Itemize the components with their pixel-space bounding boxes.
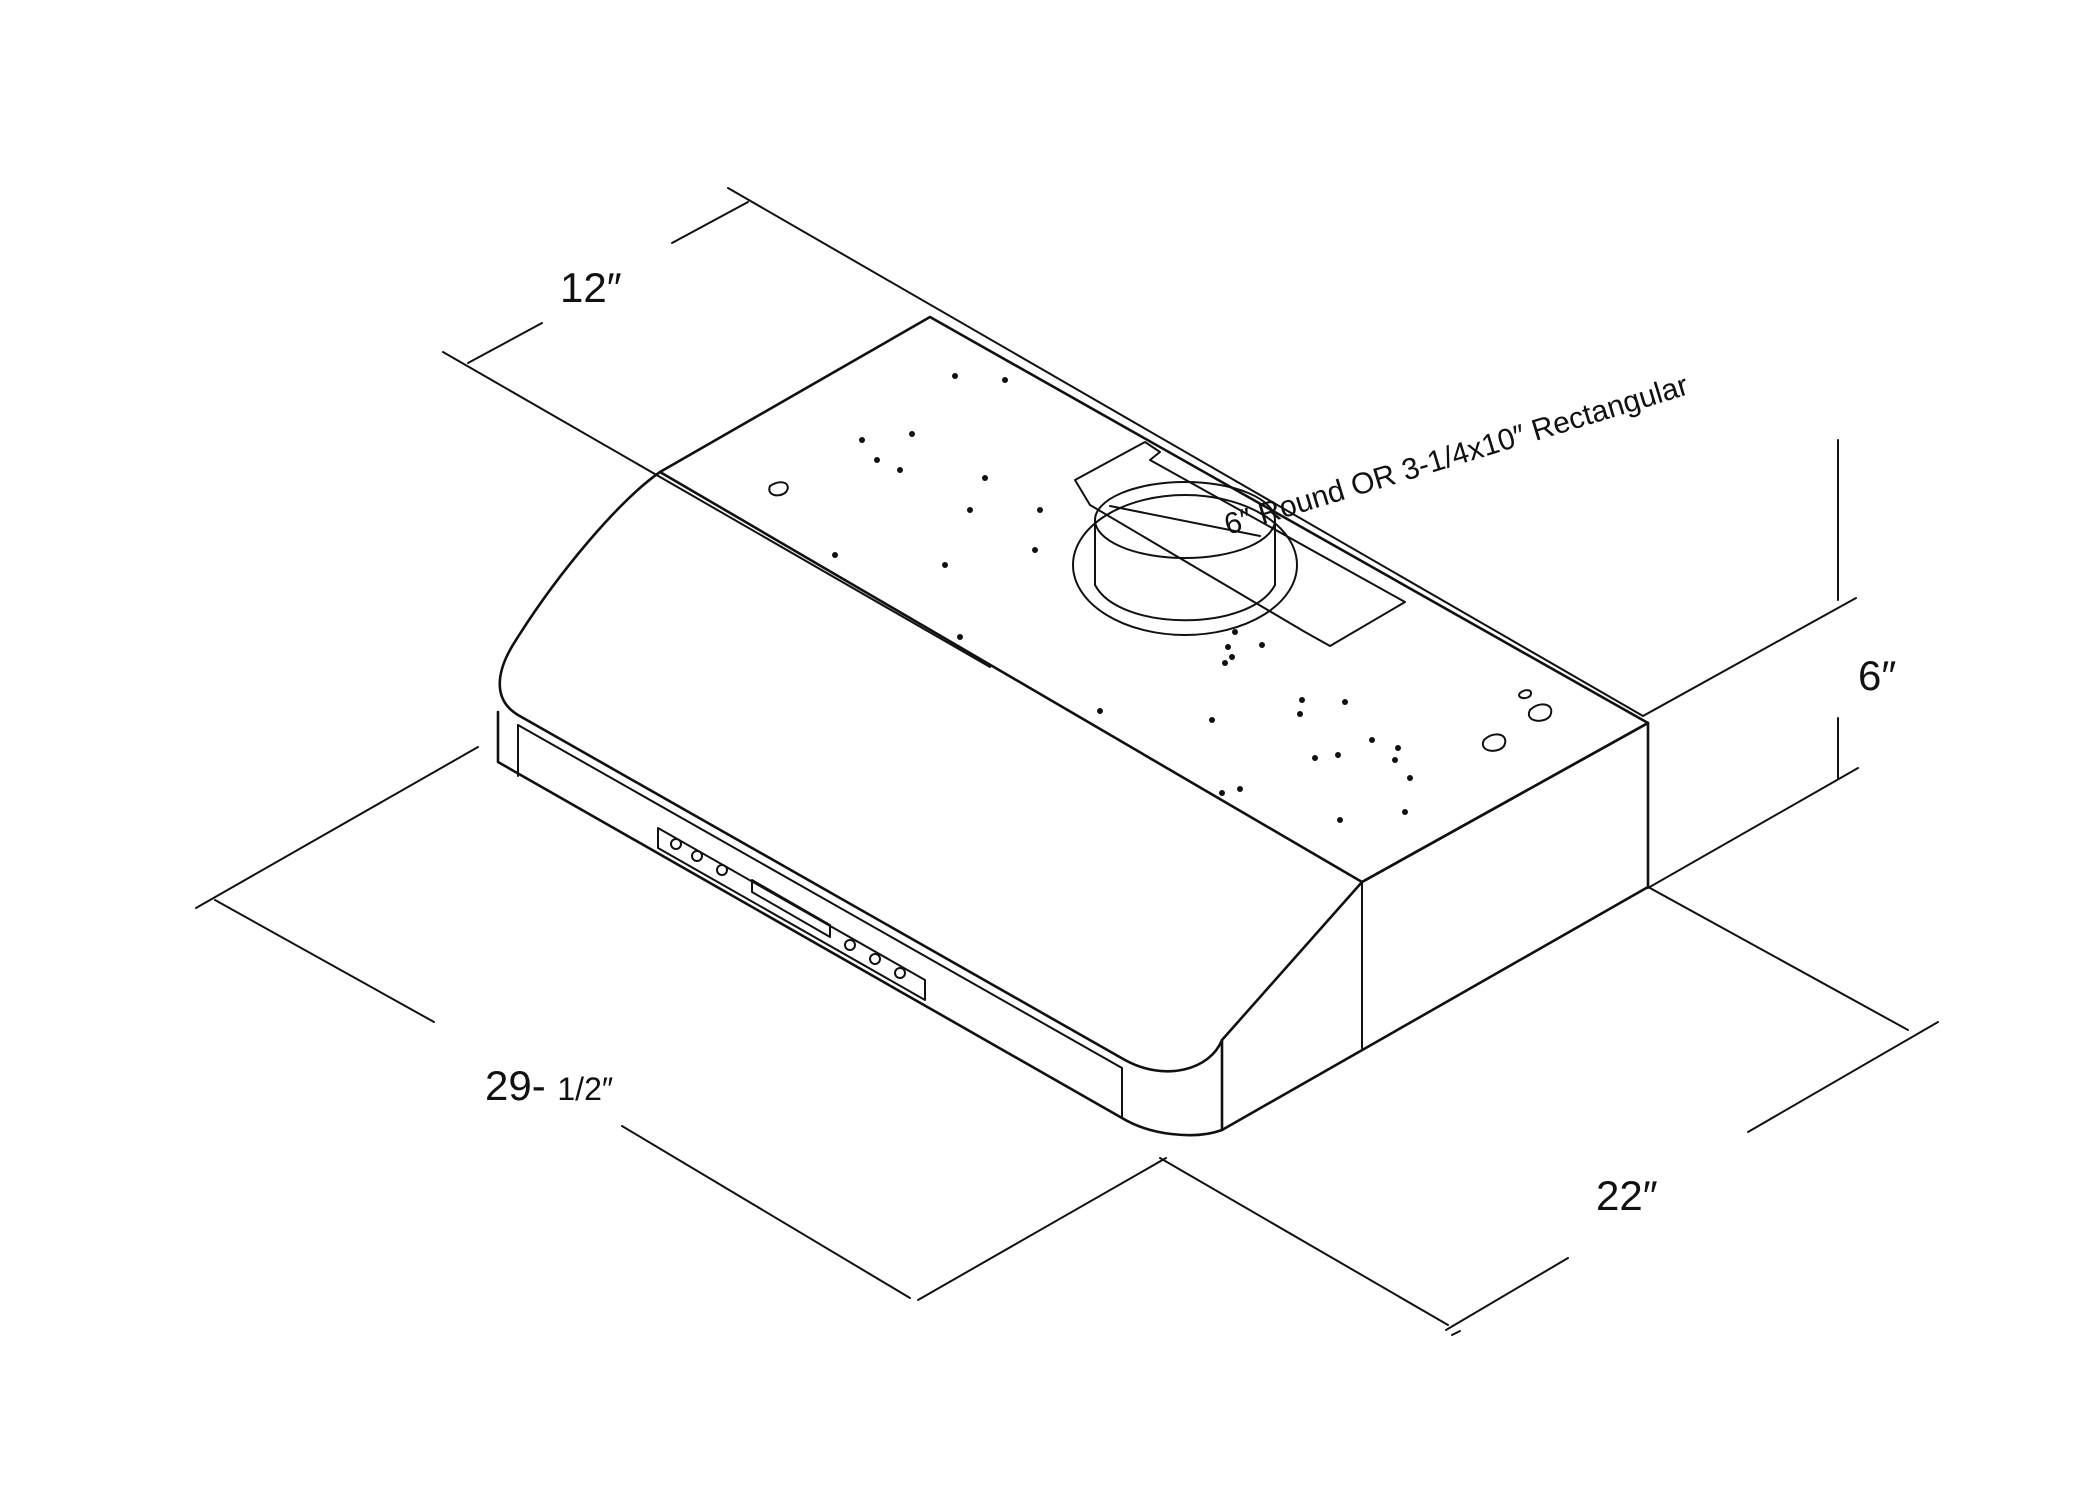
duct-flange	[1072, 494, 1298, 636]
mounting-hole	[1259, 642, 1265, 648]
mounting-hole	[1237, 786, 1243, 792]
depth-bottom-label: 22″	[1596, 1172, 1658, 1219]
mounting-hole	[1037, 507, 1043, 513]
duct-mounting-plate	[1074, 441, 1406, 647]
ext-line-width-left	[195, 746, 479, 909]
slot-hole	[1518, 689, 1532, 700]
mounting-hole	[1032, 547, 1038, 553]
hood-top-panel	[658, 315, 1650, 884]
hood-band-top-edge	[517, 724, 1123, 1069]
mounting-hole	[1395, 745, 1401, 751]
dim-line-22-upper	[1649, 887, 1909, 1031]
mounting-hole	[1232, 629, 1238, 635]
mounting-hole	[1097, 708, 1103, 714]
hood-side-face	[1220, 721, 1650, 1132]
control-panel-outline	[657, 827, 926, 1001]
mounting-holes	[768, 373, 1553, 823]
ext-line-top-front	[442, 351, 991, 668]
mounting-hole	[1222, 660, 1228, 666]
control-button-6	[894, 967, 906, 979]
control-button-2	[691, 850, 703, 862]
mounting-hole	[1299, 697, 1305, 703]
mounting-hole	[1225, 644, 1231, 650]
mounting-hole	[874, 457, 880, 463]
slot-hole	[1527, 703, 1553, 722]
mounting-hole	[1342, 699, 1348, 705]
mounting-hole	[1335, 752, 1341, 758]
height-label: 6″	[1858, 652, 1896, 699]
control-button-4	[844, 939, 856, 951]
dim-line-22-lower	[1159, 1157, 1449, 1326]
duct-diameter-line	[1109, 505, 1261, 537]
dimension-lines	[195, 187, 1939, 1336]
mounting-hole	[1219, 790, 1225, 796]
dim-line-width-left	[214, 899, 435, 1023]
mounting-hole	[1002, 377, 1008, 383]
slot-hole	[1481, 733, 1507, 752]
mounting-hole	[1407, 775, 1413, 781]
mounting-hole	[909, 431, 915, 437]
ext-line-6-top	[1642, 597, 1857, 717]
width-fraction-text: 1/2″	[557, 1071, 613, 1107]
width-main-text: 29-	[485, 1062, 546, 1109]
mounting-hole	[1402, 809, 1408, 815]
mounting-hole	[1297, 711, 1303, 717]
mounting-hole	[859, 437, 865, 443]
mounting-hole	[967, 507, 973, 513]
range-hood	[496, 315, 1650, 1137]
ext-line-depth-tick	[1445, 1257, 1569, 1331]
mounting-hole	[832, 552, 838, 558]
control-display	[751, 879, 831, 938]
control-panel	[657, 827, 926, 1001]
mounting-hole	[897, 467, 903, 473]
mounting-hole	[1369, 737, 1375, 743]
control-button-5	[869, 953, 881, 965]
mounting-hole	[982, 475, 988, 481]
control-button-3	[716, 864, 728, 876]
duct-size-label: 6″ Round OR 3-1/4x10″ Rectangular	[1220, 369, 1692, 542]
mounting-hole	[1392, 757, 1398, 763]
ext-line-6-bottom	[1647, 767, 1859, 889]
dim-line-12-upper	[671, 201, 749, 244]
mounting-hole	[942, 562, 948, 568]
mounting-hole	[952, 373, 958, 379]
depth-top-label: 12″	[560, 264, 622, 311]
ext-line-top-back	[727, 187, 1644, 717]
dim-line-12-lower	[467, 322, 543, 364]
mounting-hole	[1209, 717, 1215, 723]
duct-collar-base	[1094, 584, 1276, 622]
ext-line-width-right	[917, 1157, 1167, 1301]
mounting-hole	[1337, 817, 1343, 823]
duct-collar	[1072, 441, 1406, 647]
ext-line-depth-front	[1451, 1330, 1461, 1336]
mounting-hole	[957, 634, 963, 640]
dimension-labels: 12″ 6″ 29- 1/2″ 22″ 6″ Round OR 3-1/4x10…	[485, 264, 1896, 1219]
slot-hole	[768, 481, 789, 497]
dim-line-width-right	[621, 1125, 911, 1299]
ext-line-depth-back	[1747, 1021, 1939, 1133]
mounting-hole	[1229, 654, 1235, 660]
mounting-hole	[1312, 755, 1318, 761]
hood-front-face	[498, 470, 1364, 1073]
width-label: 29- 1/2″	[485, 1062, 613, 1109]
control-button-1	[670, 838, 682, 850]
